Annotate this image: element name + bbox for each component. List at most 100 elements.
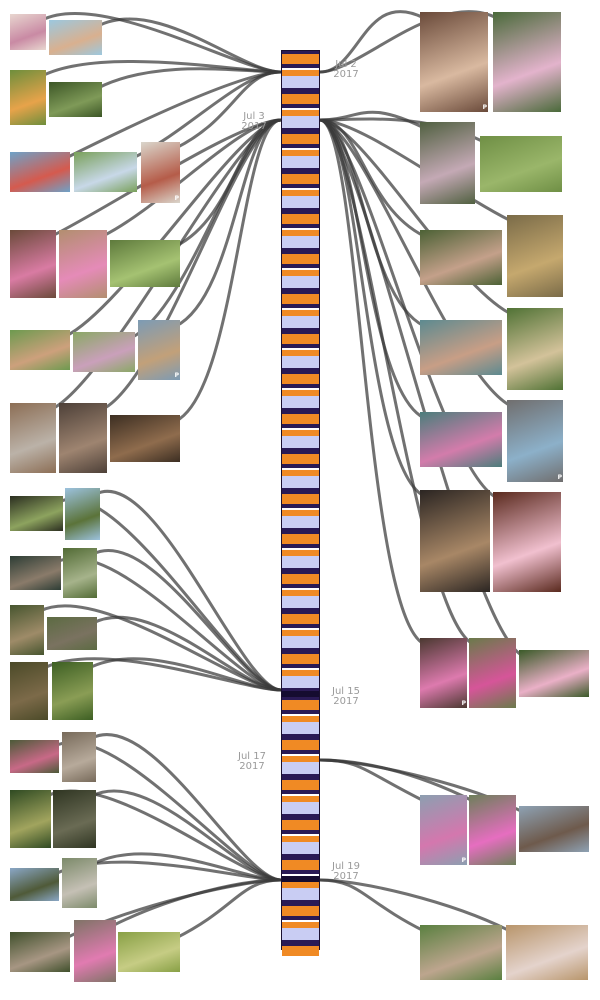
photo-thumbnail[interactable] [10, 556, 61, 590]
photo-thumbnail[interactable] [10, 496, 63, 531]
timeline-segment [282, 344, 319, 348]
photo-thumbnail[interactable] [74, 152, 137, 192]
photo-thumbnail[interactable] [59, 230, 107, 298]
photo-thumbnail[interactable] [10, 70, 46, 125]
photo-thumbnail[interactable]: P [141, 142, 180, 203]
photo-thumbnail[interactable] [469, 795, 516, 865]
timeline-segment [282, 630, 319, 636]
photo-thumbnail[interactable]: P [420, 795, 467, 865]
timeline-segment [282, 211, 319, 214]
photo-thumbnail[interactable] [10, 605, 44, 655]
photo-thumbnail[interactable] [469, 638, 516, 708]
photo-thumbnail[interactable] [420, 122, 475, 204]
photo-thumbnail[interactable] [506, 925, 588, 980]
photo-thumbnail[interactable] [493, 492, 561, 592]
date-label-jul-3: Jul 3 2017 [230, 112, 278, 132]
timeline-segment [282, 214, 319, 224]
photo-thumbnail[interactable] [49, 20, 102, 55]
timeline-segment [282, 780, 319, 790]
badge-letter: P [174, 372, 179, 379]
date-label-jul-2: Jul 2 2017 [322, 60, 370, 80]
timeline-segment [282, 940, 319, 943]
photo-thumbnail[interactable]: P [420, 638, 467, 708]
photo-thumbnail[interactable] [118, 932, 180, 972]
timeline-segment [282, 943, 319, 946]
photo-thumbnail[interactable] [62, 732, 96, 782]
photo-thumbnail[interactable] [47, 617, 97, 650]
timeline-segment [282, 188, 319, 190]
timeline-segment [282, 134, 319, 144]
photo-thumbnail[interactable] [10, 662, 48, 720]
photo-thumbnail[interactable] [480, 136, 562, 192]
timeline-segment [282, 802, 319, 814]
photo-thumbnail[interactable] [493, 12, 561, 112]
photo-thumbnail[interactable] [73, 332, 135, 372]
date-year: 2017 [239, 761, 265, 772]
timeline-segment [282, 648, 319, 651]
photo-thumbnail[interactable] [10, 868, 59, 901]
photo-thumbnail[interactable] [420, 230, 502, 285]
timeline-segment [282, 396, 319, 408]
photo-thumbnail[interactable] [59, 403, 107, 473]
timeline-segment [282, 454, 319, 464]
photo-thumbnail[interactable] [420, 490, 490, 592]
connection-curve [90, 733, 283, 882]
timeline-segment [282, 754, 319, 756]
timeline-segment [282, 491, 319, 494]
timeline-segment [282, 116, 319, 128]
photo-thumbnail[interactable] [10, 790, 51, 848]
photo-thumbnail[interactable] [52, 662, 93, 720]
timeline-segment [282, 334, 319, 344]
photo-thumbnail[interactable]: P [507, 400, 563, 482]
photo-thumbnail[interactable] [53, 790, 96, 848]
timeline-segment [282, 774, 319, 777]
photo-thumbnail[interactable] [10, 403, 56, 473]
timeline-segment [282, 796, 319, 802]
photo-thumbnail[interactable] [519, 650, 589, 697]
timeline-bar[interactable] [281, 50, 320, 956]
timeline-segment [282, 388, 319, 390]
timeline-segment [282, 920, 319, 922]
timeline-segment [282, 414, 319, 424]
timeline-segment [282, 688, 319, 691]
timeline-segment [282, 516, 319, 528]
timeline-segment [282, 654, 319, 664]
photo-thumbnail[interactable] [10, 740, 59, 773]
timeline-segment [282, 64, 319, 68]
photo-thumbnail[interactable] [110, 240, 180, 287]
timeline-segment [282, 390, 319, 396]
timeline-segment [282, 794, 319, 796]
photo-thumbnail[interactable] [10, 230, 56, 298]
photo-thumbnail[interactable] [420, 412, 502, 467]
photo-thumbnail[interactable]: P [138, 320, 180, 380]
timeline-segment [282, 470, 319, 476]
connection-curve [101, 118, 283, 238]
timeline-segment [282, 722, 319, 734]
timeline-segment [282, 691, 319, 697]
timeline-segment [282, 264, 319, 268]
timeline-segment [282, 208, 319, 211]
timeline-segment [282, 70, 319, 76]
photo-thumbnail[interactable] [110, 415, 180, 462]
timeline-segment [282, 534, 319, 544]
photo-thumbnail[interactable] [420, 925, 502, 980]
photo-thumbnail[interactable] [507, 215, 563, 297]
photo-thumbnail[interactable] [62, 858, 97, 908]
photo-thumbnail[interactable] [74, 920, 116, 982]
photo-thumbnail[interactable] [519, 806, 589, 852]
photo-thumbnail[interactable] [10, 330, 70, 370]
photo-thumbnail[interactable] [10, 14, 46, 50]
photo-thumbnail[interactable] [507, 308, 563, 390]
timeline-segment [282, 588, 319, 590]
timeline-segment [282, 510, 319, 516]
photo-thumbnail[interactable] [10, 932, 70, 972]
photo-thumbnail[interactable] [63, 548, 97, 598]
photo-thumbnail[interactable]: P [420, 12, 488, 112]
timeline-segment [282, 882, 319, 888]
connection-curve [64, 118, 283, 338]
photo-thumbnail[interactable] [10, 152, 70, 192]
photo-thumbnail[interactable] [65, 488, 100, 540]
photo-thumbnail[interactable] [420, 320, 502, 375]
timeline-segment [282, 888, 319, 900]
photo-thumbnail[interactable] [49, 82, 102, 117]
